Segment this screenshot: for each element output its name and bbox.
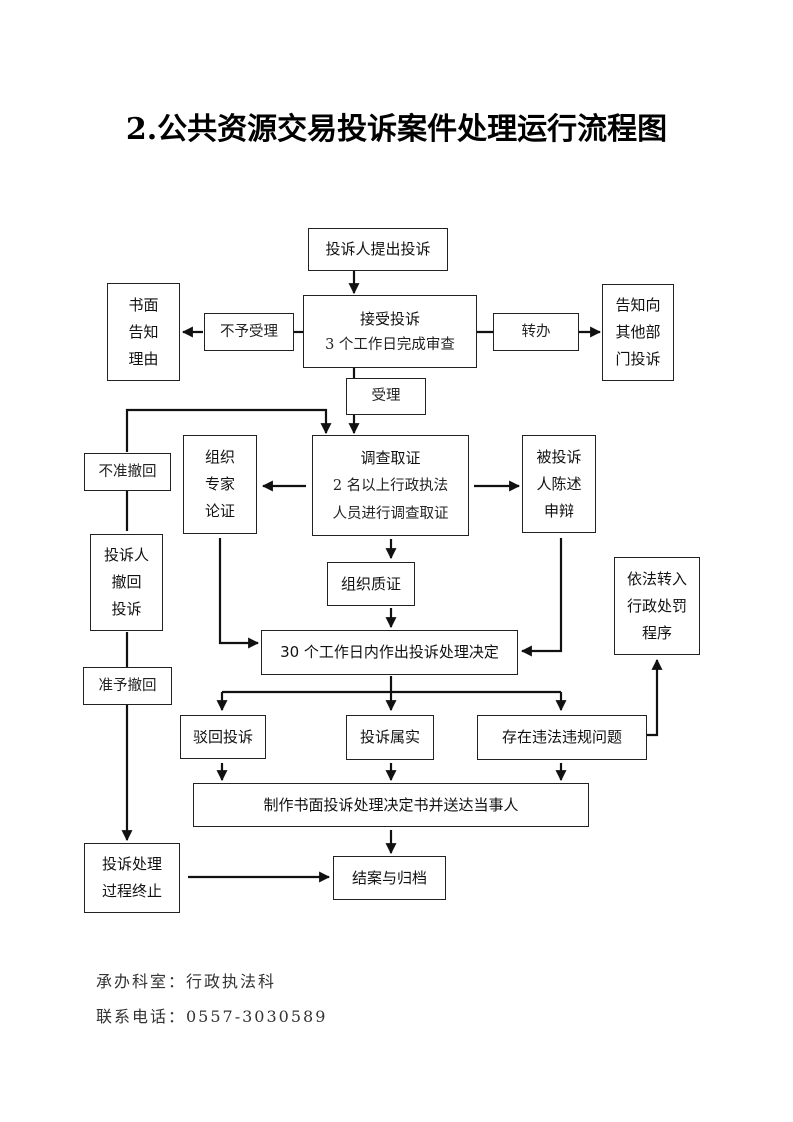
label-allow-withdraw: 准予撤回 bbox=[83, 667, 172, 705]
node-label: 投诉处理 bbox=[101, 855, 162, 873]
node-label: 其他部 bbox=[615, 323, 661, 341]
node-label: 程序 bbox=[641, 623, 672, 642]
node-label: 申辩 bbox=[543, 501, 574, 520]
node-submit-complaint: 投诉人提出投诉 bbox=[308, 228, 448, 271]
footer-phone: 联系电话：0557-3030589 bbox=[96, 1007, 328, 1026]
edge-label: 准予撤回 bbox=[98, 677, 157, 694]
node-label: 投诉人 bbox=[103, 546, 149, 564]
node-label: 被投诉 bbox=[536, 447, 582, 466]
node-label: 组织质证 bbox=[340, 574, 401, 593]
page-title: 2.公共资源交易投诉案件处理运行流程图 bbox=[125, 112, 668, 147]
node-label: 撤回 bbox=[111, 573, 142, 591]
node-label: 告知向 bbox=[615, 296, 661, 314]
edge-label: 转办 bbox=[521, 323, 551, 340]
node-label: 专家 bbox=[204, 475, 235, 493]
node-complaint-valid: 投诉属实 bbox=[346, 715, 434, 760]
label-accepted: 受理 bbox=[346, 378, 426, 415]
node-label: 书面 bbox=[128, 295, 159, 314]
label-not-allow-withdraw: 不准撤回 bbox=[84, 453, 171, 491]
node-label: 投诉 bbox=[111, 600, 142, 618]
node-label: 人陈述 bbox=[536, 474, 582, 493]
node-cross-examination: 组织质证 bbox=[327, 562, 415, 606]
node-label: 驳回投诉 bbox=[192, 727, 253, 746]
node-label: 依法转入 bbox=[626, 569, 687, 588]
node-investigate: 调查取证 2 名以上行政执法 人员进行调查取证 bbox=[312, 435, 469, 536]
edge-label: 受理 bbox=[371, 388, 401, 404]
node-subtitle: 人员进行调查取证 bbox=[332, 505, 449, 522]
node-subtitle: 2 名以上行政执法 bbox=[332, 477, 449, 494]
label-transfer: 转办 bbox=[493, 313, 579, 351]
node-label: 理由 bbox=[128, 349, 159, 368]
node-administrative-penalty: 依法转入 行政处罚 程序 bbox=[614, 557, 700, 655]
node-label: 投诉属实 bbox=[359, 728, 420, 746]
node-notify-other-dept: 告知向 其他部 门投诉 bbox=[602, 284, 674, 381]
node-title: 调查取证 bbox=[360, 448, 421, 467]
node-violation-found: 存在违法违规问题 bbox=[477, 715, 647, 760]
node-process-terminated: 投诉处理 过程终止 bbox=[84, 843, 180, 913]
node-title: 接受投诉 bbox=[359, 309, 420, 328]
arrow-respondent-decision bbox=[520, 538, 563, 657]
node-label: 结案与归档 bbox=[351, 868, 427, 887]
node-label: 过程终止 bbox=[101, 882, 162, 900]
node-written-notice: 书面 告知 理由 bbox=[107, 283, 180, 381]
node-label: 存在违法违规问题 bbox=[501, 728, 622, 746]
arrow-violation-penalty bbox=[646, 658, 663, 737]
node-label: 告知 bbox=[128, 322, 159, 341]
node-label: 行政处罚 bbox=[626, 596, 687, 615]
node-label: 制作书面投诉处理决定书并送达当事人 bbox=[263, 795, 519, 814]
arrow-expert-decision bbox=[218, 538, 260, 649]
edge-label: 不予受理 bbox=[220, 323, 278, 340]
node-complainant-withdraw: 投诉人 撤回 投诉 bbox=[90, 534, 163, 631]
node-label: 门投诉 bbox=[615, 350, 661, 368]
node-subtitle: 3 个工作日完成审查 bbox=[325, 336, 455, 353]
label-reject: 不予受理 bbox=[204, 313, 294, 351]
node-close-archive: 结案与归档 bbox=[333, 856, 446, 900]
node-label: 组织 bbox=[204, 448, 235, 466]
node-decision-30-days: 30 个工作日内作出投诉处理决定 bbox=[261, 630, 518, 675]
node-expert-review: 组织 专家 论证 bbox=[183, 435, 257, 534]
node-label: 投诉人提出投诉 bbox=[325, 240, 431, 258]
node-dismiss-complaint: 驳回投诉 bbox=[180, 715, 266, 759]
edge-label: 不准撤回 bbox=[98, 463, 157, 480]
footer-department: 承办科室：行政执法科 bbox=[96, 972, 277, 991]
node-label: 30 个工作日内作出投诉处理决定 bbox=[280, 643, 499, 661]
node-label: 论证 bbox=[204, 502, 235, 520]
node-written-decision: 制作书面投诉处理决定书并送达当事人 bbox=[193, 783, 589, 827]
node-accept-complaint: 接受投诉 3 个工作日完成审查 bbox=[303, 295, 477, 368]
node-respondent-statement: 被投诉 人陈述 申辩 bbox=[522, 435, 596, 533]
